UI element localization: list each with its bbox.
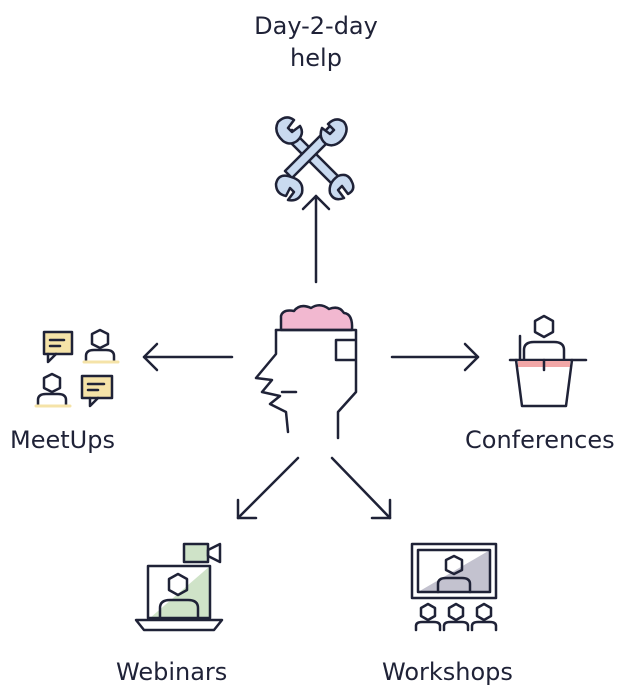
arrow-left bbox=[142, 342, 234, 372]
crossed-wrenches-icon bbox=[274, 116, 355, 202]
day2day-label: Day-2-day help bbox=[216, 10, 416, 74]
day2day-label-line2: help bbox=[290, 44, 342, 72]
arrow-down-right bbox=[330, 456, 392, 520]
chat-people-icon bbox=[34, 328, 120, 408]
arrow-up bbox=[301, 194, 331, 284]
presentation-audience-icon bbox=[410, 542, 498, 632]
day2day-label-line1: Day-2-day bbox=[254, 12, 378, 40]
workshops-label: Workshops bbox=[382, 658, 513, 686]
speaker-podium-icon bbox=[508, 314, 588, 408]
meetups-label: MeetUps bbox=[10, 426, 115, 454]
conferences-label: Conferences bbox=[465, 426, 615, 454]
arrow-right bbox=[390, 342, 480, 372]
laptop-video-icon bbox=[134, 542, 224, 632]
arrow-down-left bbox=[236, 456, 300, 520]
head-with-brain-icon bbox=[254, 304, 358, 440]
webinars-label: Webinars bbox=[116, 658, 228, 686]
